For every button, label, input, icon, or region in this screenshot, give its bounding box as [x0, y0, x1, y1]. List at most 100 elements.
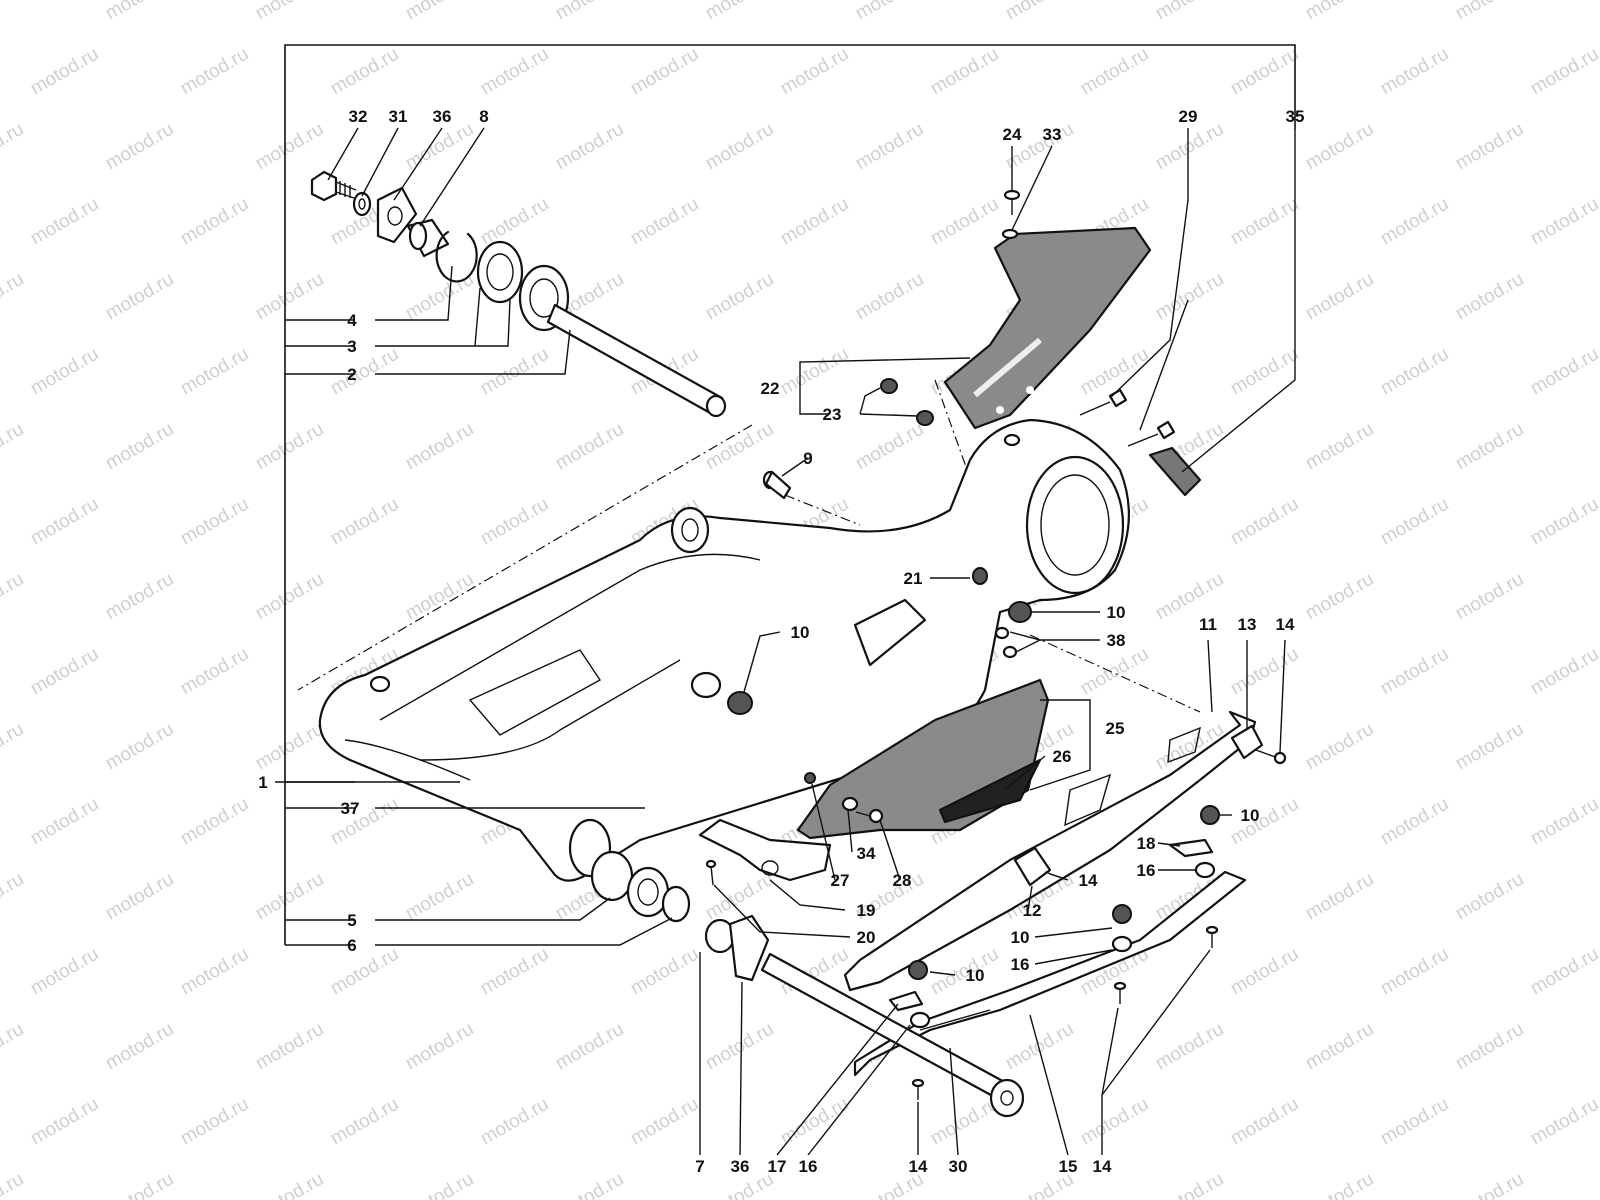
- callout-28: 28: [893, 871, 912, 890]
- seal-6: [661, 885, 691, 923]
- plug-10-right: [1200, 805, 1220, 825]
- plate-36-lower: [728, 914, 770, 982]
- watermark-text: motod.ru: [177, 944, 252, 1000]
- watermark-text: motod.ru: [1302, 719, 1377, 775]
- watermark-text: motod.ru: [0, 269, 27, 325]
- watermark-text: motod.ru: [1002, 0, 1077, 24]
- callout-10: 10: [1011, 928, 1030, 947]
- watermark-text: motod.ru: [702, 119, 777, 175]
- washer-16-left: [909, 1011, 931, 1029]
- watermark-text: motod.ru: [1452, 569, 1527, 625]
- watermark-text: motod.ru: [1077, 344, 1152, 400]
- callout-6: 6: [347, 936, 356, 955]
- leader-lines: [275, 127, 1296, 1156]
- watermark-text: motod.ru: [1227, 794, 1302, 850]
- watermark-text: motod.ru: [477, 44, 552, 100]
- watermark-text: motod.ru: [1077, 644, 1152, 700]
- callout-37: 37: [341, 799, 360, 818]
- screw-27: [804, 772, 816, 784]
- watermark-text: motod.ru: [1452, 1019, 1527, 1075]
- watermark-text: motod.ru: [1227, 194, 1302, 250]
- watermark-text: motod.ru: [1452, 869, 1527, 925]
- watermark-text: motod.ru: [402, 1019, 477, 1075]
- watermark-text: motod.ru: [177, 794, 252, 850]
- callout-21: 21: [904, 569, 923, 588]
- watermark-text: motod.ru: [27, 944, 102, 1000]
- watermark-text: motod.ru: [102, 119, 177, 175]
- watermark-text: motod.ru: [1302, 419, 1377, 475]
- watermark-text: motod.ru: [1377, 44, 1452, 100]
- watermark-text: motod.ru: [0, 0, 27, 24]
- watermark-text: motod.ru: [27, 644, 102, 700]
- callout-11: 11: [1199, 615, 1217, 634]
- watermark-text: motod.ru: [552, 119, 627, 175]
- watermark-text: motod.ru: [1227, 494, 1302, 550]
- plug-10-left: [908, 960, 928, 980]
- watermark-text: motod.ru: [1377, 1094, 1452, 1150]
- watermark-text: motod.ru: [252, 0, 327, 24]
- watermark-text: motod.ru: [252, 869, 327, 925]
- watermark-text: motod.ru: [1227, 644, 1302, 700]
- watermark-text: motod.ru: [1227, 44, 1302, 100]
- watermark-text: motod.ru: [177, 644, 252, 700]
- watermark-text: motod.ru: [1527, 1094, 1600, 1150]
- watermark-text: motod.ru: [177, 344, 252, 400]
- watermark-text: motod.ru: [0, 1019, 27, 1075]
- callout-7: 7: [695, 1157, 704, 1176]
- watermark-text: motod.ru: [0, 569, 27, 625]
- watermark-text: motod.ru: [927, 194, 1002, 250]
- watermark-text: motod.ru: [627, 1094, 702, 1150]
- chain-guard-22: [943, 226, 1152, 430]
- watermark-text: motod.ru: [102, 569, 177, 625]
- watermark-text: motod.ru: [177, 1094, 252, 1150]
- watermark-text: motod.ru: [627, 194, 702, 250]
- watermark-text: motod.ru: [1377, 494, 1452, 550]
- callout-10: 10: [1241, 806, 1260, 825]
- watermark-text: motod.ru: [102, 869, 177, 925]
- watermark-text: motod.ru: [552, 419, 627, 475]
- watermark-text: motod.ru: [252, 269, 327, 325]
- watermark-text: motod.ru: [252, 1169, 327, 1200]
- callout-34: 34: [857, 844, 876, 863]
- callout-4: 4: [347, 311, 357, 330]
- washer-31: [352, 191, 372, 217]
- watermark-text: motod.ru: [177, 494, 252, 550]
- screw-28: [855, 808, 884, 824]
- watermark-text: motod.ru: [777, 44, 852, 100]
- watermark-text: motod.ru: [27, 1094, 102, 1150]
- callout-26: 26: [1053, 747, 1072, 766]
- watermark-text: motod.ru: [852, 119, 927, 175]
- plug-10-center: [1112, 904, 1132, 924]
- callout-32: 32: [349, 107, 368, 126]
- callout-9: 9: [803, 449, 812, 468]
- grommets-23: [880, 378, 934, 426]
- watermark-text: motod.ru: [252, 1019, 327, 1075]
- washer-33: [1001, 228, 1019, 240]
- callout-19: 19: [857, 901, 876, 920]
- watermark-text: motod.ru: [0, 719, 27, 775]
- plug-10-top: [1008, 601, 1032, 623]
- watermark-text: motod.ru: [1302, 1019, 1377, 1075]
- screws-29: [1079, 388, 1176, 447]
- bracket-19: [698, 818, 832, 882]
- watermark-text: motod.ru: [327, 494, 402, 550]
- callout-14: 14: [1079, 871, 1098, 890]
- plug-21: [972, 567, 988, 585]
- watermark-text: motod.ru: [1302, 119, 1377, 175]
- watermark-text: motod.ru: [1227, 344, 1302, 400]
- watermark-text: motod.ru: [327, 344, 402, 400]
- watermark-text: motod.ru: [0, 119, 27, 175]
- watermark-text: motod.ru: [627, 44, 702, 100]
- watermark-text: motod.ru: [1527, 644, 1600, 700]
- reflector-26: [938, 758, 1042, 824]
- callout-8: 8: [479, 107, 488, 126]
- watermark-text: motod.ru: [1302, 269, 1377, 325]
- screw-24: [1003, 189, 1021, 215]
- watermark-text: motod.ru: [1377, 944, 1452, 1000]
- washer-34: [841, 796, 859, 812]
- watermark-text: motod.ru: [1077, 1094, 1152, 1150]
- pivot-shaft-assembly: [310, 170, 727, 418]
- watermark-text: motod.ru: [477, 494, 552, 550]
- watermark-text: motod.ru: [1527, 794, 1600, 850]
